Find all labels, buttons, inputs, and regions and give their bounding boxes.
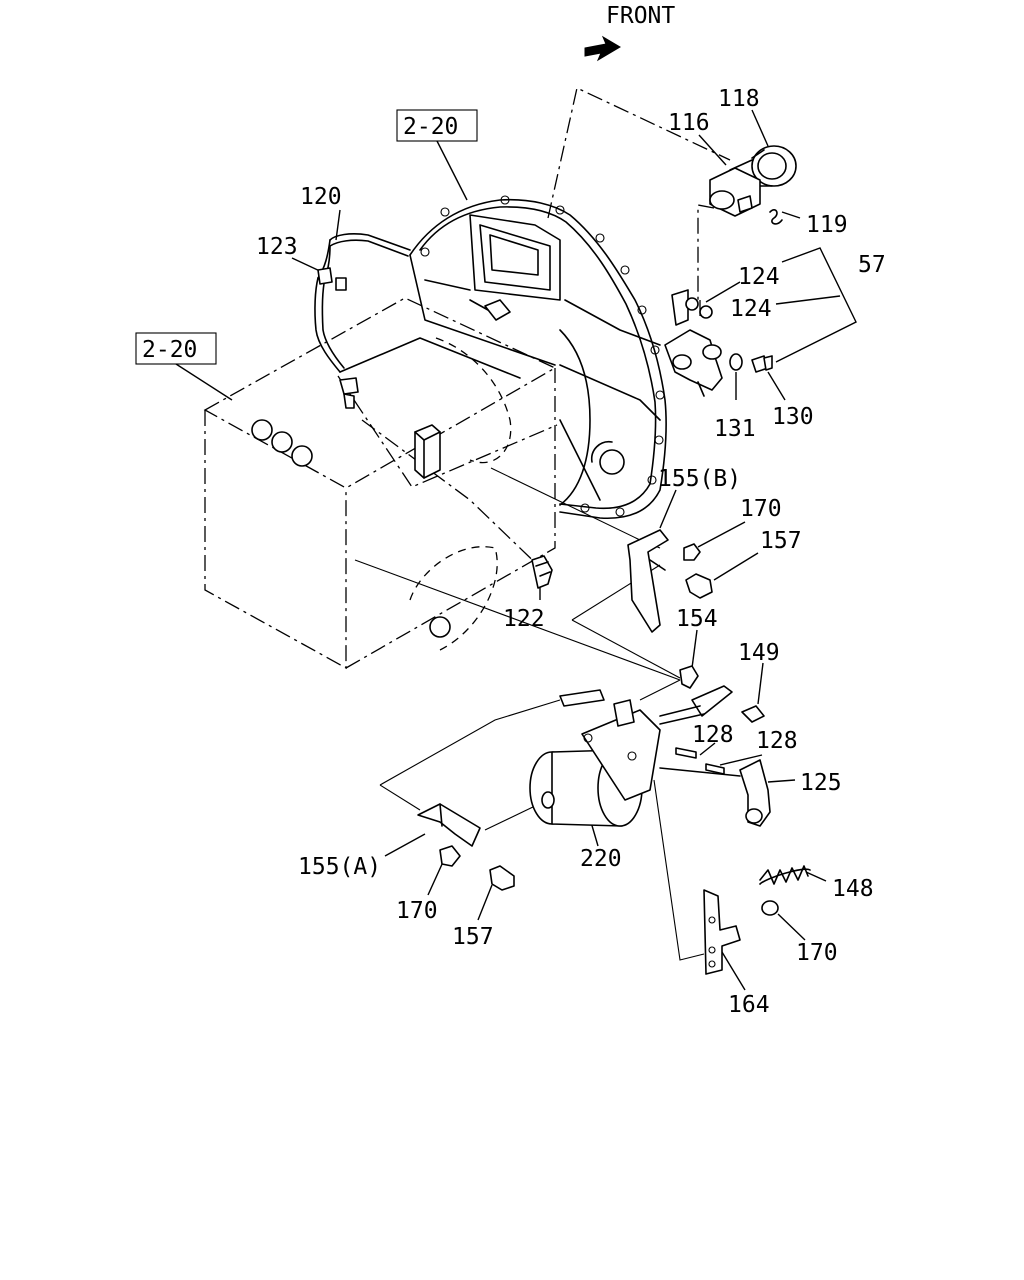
nut-170-top	[683, 543, 701, 561]
bolt-157-lower	[489, 865, 515, 891]
callout-164: 164	[728, 992, 770, 1018]
nut-170-lower-left	[439, 845, 461, 867]
callout-220: 220	[580, 846, 622, 872]
clutch-pipe-120	[314, 233, 411, 409]
callout-130: 130	[772, 404, 814, 430]
callout-57: 57	[858, 252, 886, 278]
callout-155a: 155(A)	[298, 854, 381, 880]
front-label: FRONT	[606, 3, 675, 29]
callout-128-a: 128	[692, 722, 734, 748]
spring-148	[759, 865, 811, 885]
bracket-155b	[627, 529, 669, 633]
pin-128-a	[675, 747, 697, 759]
flywheel-housing	[409, 195, 667, 520]
callout-120: 120	[300, 184, 342, 210]
callout-157-a: 157	[760, 528, 802, 554]
callout-119: 119	[806, 212, 848, 238]
callout-123: 123	[256, 234, 298, 260]
callout-128-b: 128	[756, 728, 798, 754]
bolt-157-top	[685, 573, 713, 599]
callout-124-a: 124	[738, 264, 780, 290]
washer-170-lower-right	[761, 900, 779, 916]
callout-131: 131	[714, 416, 756, 442]
callout-125: 125	[800, 770, 842, 796]
callout-124-b: 124	[730, 296, 772, 322]
ref-box-top: 2-20	[396, 109, 478, 142]
ref-2-20-top: 2-20	[403, 114, 458, 140]
bracket-164	[703, 889, 741, 975]
transmission-box	[203, 297, 557, 670]
yoke-149	[659, 685, 765, 725]
clutch-booster-220	[529, 689, 661, 827]
lever-125	[659, 759, 771, 827]
bolt-130	[751, 355, 773, 373]
callout-170-b: 170	[396, 898, 438, 924]
ref-2-20-left: 2-20	[142, 337, 197, 363]
washer-131	[729, 353, 743, 371]
front-indicator: FRONT	[584, 3, 675, 62]
callout-155b: 155(B)	[658, 466, 741, 492]
callout-170-a: 170	[740, 496, 782, 522]
shift-fork-57	[664, 289, 723, 397]
callout-154: 154	[676, 606, 718, 632]
callout-labels: 118 116 119 120 123 57 124 124 131 130 1…	[256, 86, 886, 1018]
callout-122: 122	[503, 606, 545, 632]
bracket-155a	[417, 803, 481, 847]
callout-157-b: 157	[452, 924, 494, 950]
callout-149: 149	[738, 640, 780, 666]
release-bearing-118	[751, 145, 797, 187]
callout-116: 116	[668, 110, 710, 136]
callout-118: 118	[718, 86, 760, 112]
callout-148: 148	[832, 876, 874, 902]
ref-box-left: 2-20	[135, 332, 217, 365]
pin-154	[679, 665, 699, 689]
leader-lines	[175, 87, 857, 991]
release-sleeve-116	[709, 159, 761, 217]
front-arrow-icon	[584, 35, 621, 62]
clip-119	[769, 209, 783, 225]
callout-170-c: 170	[796, 940, 838, 966]
fitting-122	[531, 555, 553, 589]
